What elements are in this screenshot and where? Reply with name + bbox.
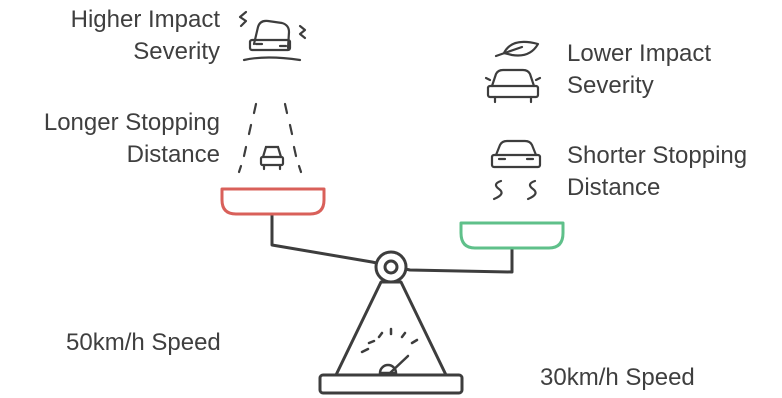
- car-road-icon: [237, 102, 303, 174]
- left-pan: [220, 187, 326, 216]
- speedometer-icon: [360, 327, 419, 375]
- car-leaf-icon: [484, 40, 542, 104]
- scale-base: [318, 373, 464, 395]
- left-speed-label: 50km/h Speed: [66, 329, 221, 356]
- longer-stopping-label: Longer Stopping Distance: [43, 109, 220, 168]
- shorter-stopping-label: Shorter Stopping Distance: [567, 142, 748, 201]
- higher-impact-label: Higher Impact Severity: [70, 6, 220, 65]
- car-swerve-icon: [490, 139, 542, 201]
- lower-impact-label: Lower Impact Severity: [567, 40, 712, 99]
- car-skid-icon: [238, 10, 307, 62]
- right-speed-label: 30km/h Speed: [540, 364, 695, 391]
- right-pan: [459, 221, 565, 250]
